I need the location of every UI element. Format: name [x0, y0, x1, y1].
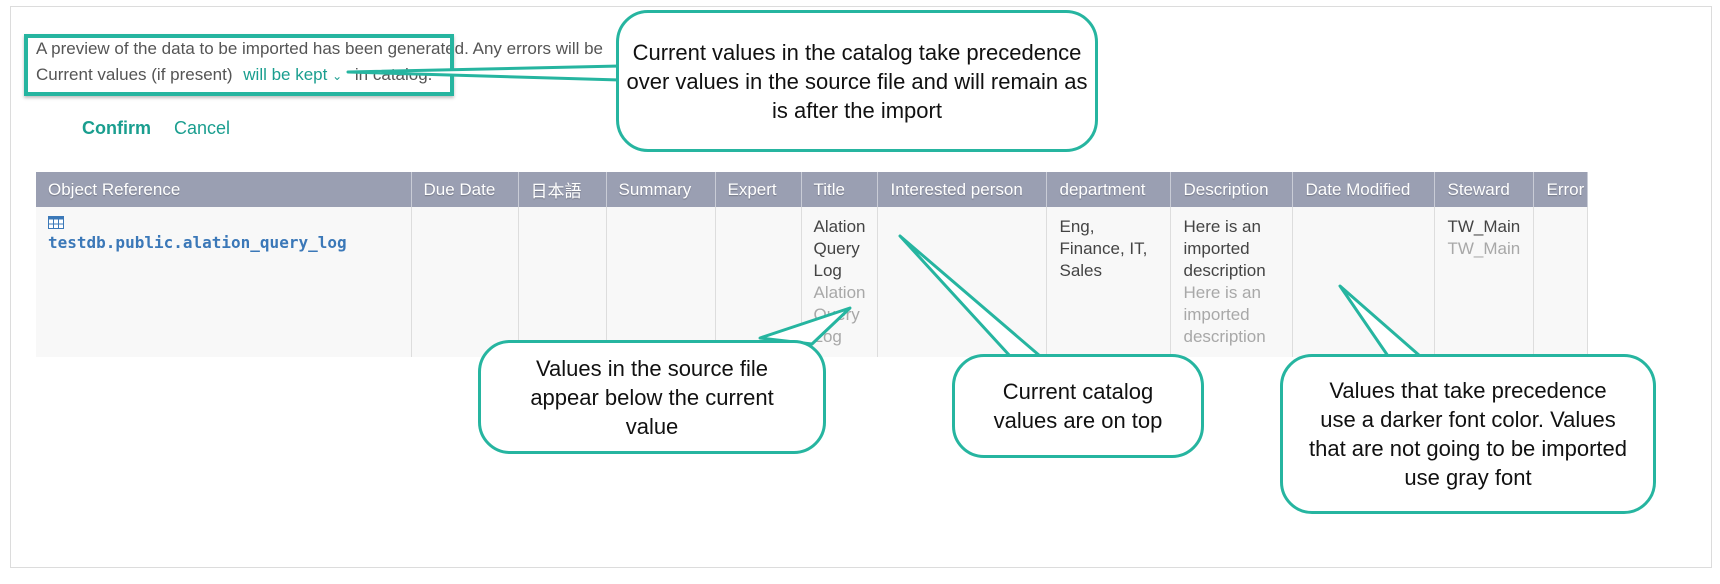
column-header[interactable]: Error	[1533, 172, 1589, 207]
column-header[interactable]: Date Modified	[1292, 172, 1436, 207]
intro-line-1: A preview of the data to be imported has…	[36, 39, 604, 58]
callout-tail	[346, 64, 622, 82]
action-bar: Confirm Cancel	[82, 118, 230, 139]
column-header[interactable]: Steward	[1434, 172, 1535, 207]
japanese-cell	[518, 207, 607, 357]
table-header-row: Object Reference Due Date 日本語 Summary Ex…	[36, 172, 1589, 207]
import-preview-table: Object Reference Due Date 日本語 Summary Ex…	[36, 172, 1589, 357]
column-header[interactable]: 日本語	[518, 172, 607, 207]
keep-values-dropdown-label: will be kept	[243, 65, 328, 84]
steward-source-value: TW_Main	[1447, 239, 1521, 258]
precedence-callout: Current values in the catalog take prece…	[616, 10, 1098, 152]
source-below-callout-text: Values in the source file appear below t…	[530, 355, 774, 439]
object-reference-cell: testdb.public.alation_query_log	[36, 207, 412, 357]
callout-tail	[758, 306, 852, 346]
column-header[interactable]: Interested person	[877, 172, 1048, 207]
column-header[interactable]: Expert	[715, 172, 802, 207]
column-header[interactable]: Summary	[606, 172, 716, 207]
interested-person-cell	[877, 207, 1048, 357]
column-header[interactable]: Description	[1170, 172, 1294, 207]
title-current-value: Alation Query Log	[813, 217, 866, 280]
column-header[interactable]: Due Date	[411, 172, 519, 207]
catalog-top-callout-text: Current catalog values are on top	[993, 379, 1163, 433]
source-below-callout: Values in the source file appear below t…	[478, 340, 826, 454]
intro-text: A preview of the data to be imported has…	[36, 36, 604, 84]
chevron-down-icon: ⌄	[332, 69, 343, 83]
due-date-cell	[411, 207, 519, 357]
description-source-value: Here is an imported description	[1183, 283, 1266, 346]
cancel-button[interactable]: Cancel	[174, 118, 231, 138]
callout-tail	[898, 234, 1042, 358]
column-header[interactable]: Object Reference	[36, 172, 412, 207]
steward-current-value: TW_Main	[1447, 217, 1521, 236]
dropdown-highlight-box	[24, 34, 454, 96]
confirm-button[interactable]: Confirm	[82, 118, 151, 138]
summary-cell	[606, 207, 716, 357]
description-cell: Here is an imported description Here is …	[1170, 207, 1294, 357]
object-reference-link[interactable]: testdb.public.alation_query_log	[48, 233, 347, 252]
intro-line-2-prefix: Current values (if present)	[36, 65, 233, 84]
steward-cell: TW_Main TW_Main	[1434, 207, 1535, 357]
column-header[interactable]: department	[1046, 172, 1172, 207]
catalog-top-callout: Current catalog values are on top	[952, 354, 1204, 458]
date-modified-cell	[1292, 207, 1436, 357]
error-cell	[1533, 207, 1589, 357]
description-current-value: Here is an imported description	[1183, 217, 1266, 280]
font-color-callout-text: Values that take precedence use a darker…	[1309, 378, 1627, 490]
department-cell: Eng, Finance, IT, Sales	[1046, 207, 1172, 357]
department-value: Eng, Finance, IT, Sales	[1059, 217, 1148, 280]
table-icon	[48, 216, 64, 229]
precedence-callout-text: Current values in the catalog take prece…	[626, 39, 1088, 123]
callout-tail	[1338, 284, 1422, 358]
keep-values-dropdown[interactable]: will be kept ⌄	[243, 65, 347, 84]
font-color-callout: Values that take precedence use a darker…	[1280, 354, 1656, 514]
column-header[interactable]: Title	[801, 172, 879, 207]
table-row: testdb.public.alation_query_log Alation …	[36, 207, 1589, 357]
